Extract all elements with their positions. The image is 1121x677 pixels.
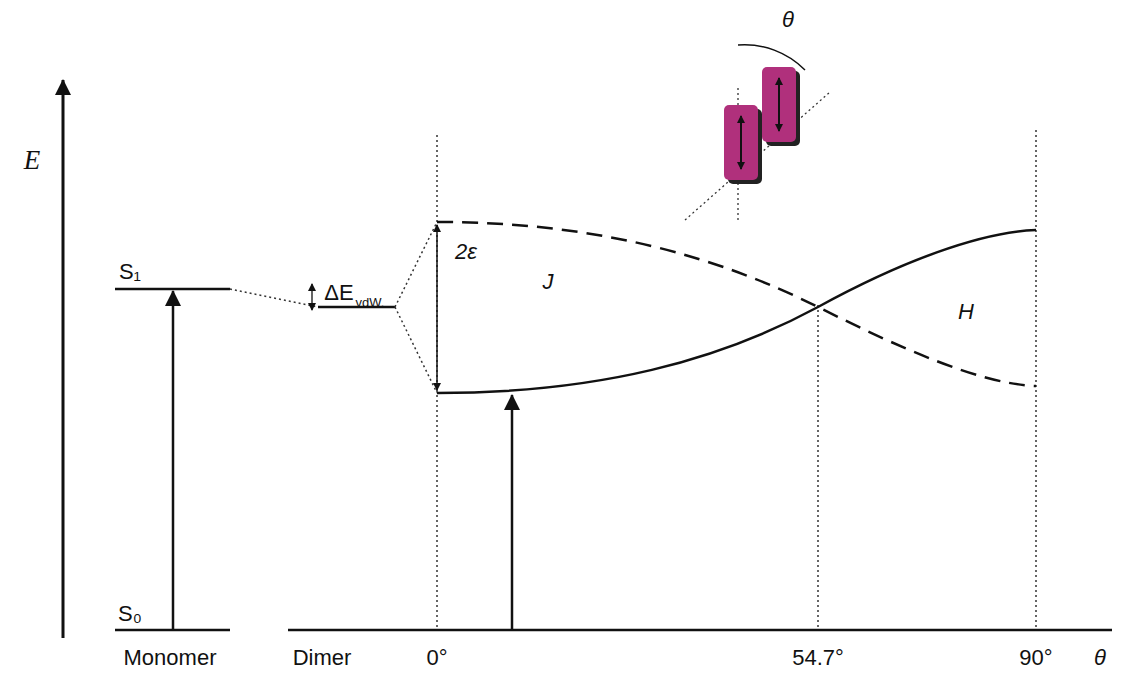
tick-label: 0°	[426, 647, 447, 669]
aggregate-label: H	[958, 301, 974, 323]
energy-shift-subscript: vdW.	[356, 296, 385, 309]
splitting-label: 2ε	[455, 241, 477, 263]
state-label: S₀	[118, 603, 142, 625]
state-label: S₁	[119, 261, 141, 283]
axis-category: Monomer	[124, 647, 217, 669]
axis-label: θ	[1094, 647, 1106, 669]
angle-label: θ	[782, 9, 794, 31]
energy-shift-label: ΔE	[324, 282, 353, 304]
tick-label: 90°	[1019, 647, 1052, 669]
axis-label: E	[24, 147, 41, 174]
tick-label: 54.7°	[792, 647, 844, 669]
aggregate-label: J	[543, 271, 554, 293]
axis-category: Dimer	[293, 647, 352, 669]
